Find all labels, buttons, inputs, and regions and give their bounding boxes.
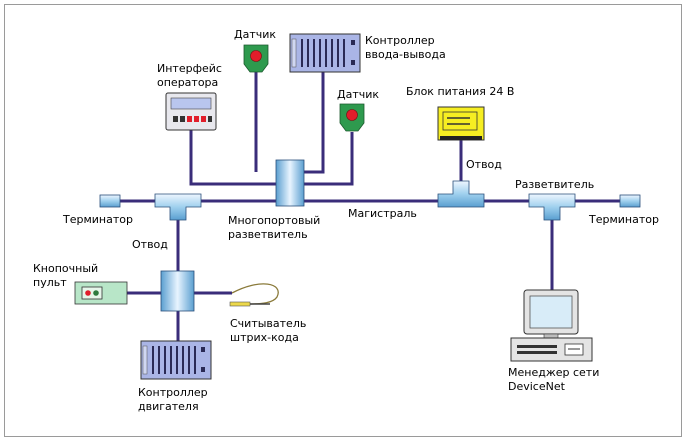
tap-left-icon xyxy=(154,193,202,221)
terminator-left-label: Терминатор xyxy=(63,213,133,226)
diagram-frame xyxy=(4,4,682,437)
multiport-splitter-label-line1: Многопортовый xyxy=(228,214,321,227)
push-button-label-line2: пульт xyxy=(33,276,67,289)
power-supply-icon xyxy=(437,106,485,141)
network-manager-label-line1: Менеджер сети xyxy=(508,366,600,379)
tap-right-label: Отвод xyxy=(466,158,502,171)
io-controller-label-line1: Контроллер xyxy=(365,34,435,47)
network-manager-label-line2: DeviceNet xyxy=(508,380,565,393)
splitter-right-label: Разветвитель xyxy=(515,178,595,191)
barcode-reader-icon xyxy=(229,283,279,307)
terminator-right-icon xyxy=(619,194,641,208)
sensor-right-icon xyxy=(339,103,365,132)
io-controller-label-line2: ввода-вывода xyxy=(365,48,446,61)
motor-controller-label-line2: двигателя xyxy=(138,400,199,413)
operator-interface-icon xyxy=(165,92,217,131)
sensor-top-icon xyxy=(243,44,269,73)
barcode-reader-label-line1: Считыватель xyxy=(230,317,307,330)
multiport-splitter-label-line2: разветвитель xyxy=(228,228,308,241)
motor-controller-icon xyxy=(140,340,212,380)
operator-interface-label-line2: оператора xyxy=(157,76,219,89)
drop-hub-icon xyxy=(160,270,195,312)
operator-interface-label-line1: Интерфейс xyxy=(157,62,222,75)
drop-operator-interface xyxy=(189,130,276,186)
trunk-label: Магистраль xyxy=(348,207,417,220)
power-supply-label: Блок питания 24 В xyxy=(406,85,515,98)
tap-power-icon xyxy=(437,180,485,208)
io-controller-icon xyxy=(289,33,361,73)
drop-io-controller xyxy=(304,72,325,174)
motor-controller-label-line1: Контроллер xyxy=(138,386,208,399)
terminator-left-icon xyxy=(99,194,121,208)
push-button-panel-icon xyxy=(74,281,128,305)
barcode-reader-label-line2: штрих-кода xyxy=(230,331,299,344)
terminator-right-label: Терминатор xyxy=(589,213,659,226)
multiport-splitter-icon xyxy=(275,159,305,207)
sensor-top-label: Датчик xyxy=(234,28,277,41)
sensor-right-label: Датчик xyxy=(337,88,380,101)
drop-sensor-right xyxy=(304,132,354,186)
splitter-right-icon xyxy=(528,193,576,221)
tap-left-label: Отвод xyxy=(132,238,168,251)
push-button-label-line1: Кнопочный xyxy=(33,262,99,275)
computer-icon xyxy=(510,289,593,362)
